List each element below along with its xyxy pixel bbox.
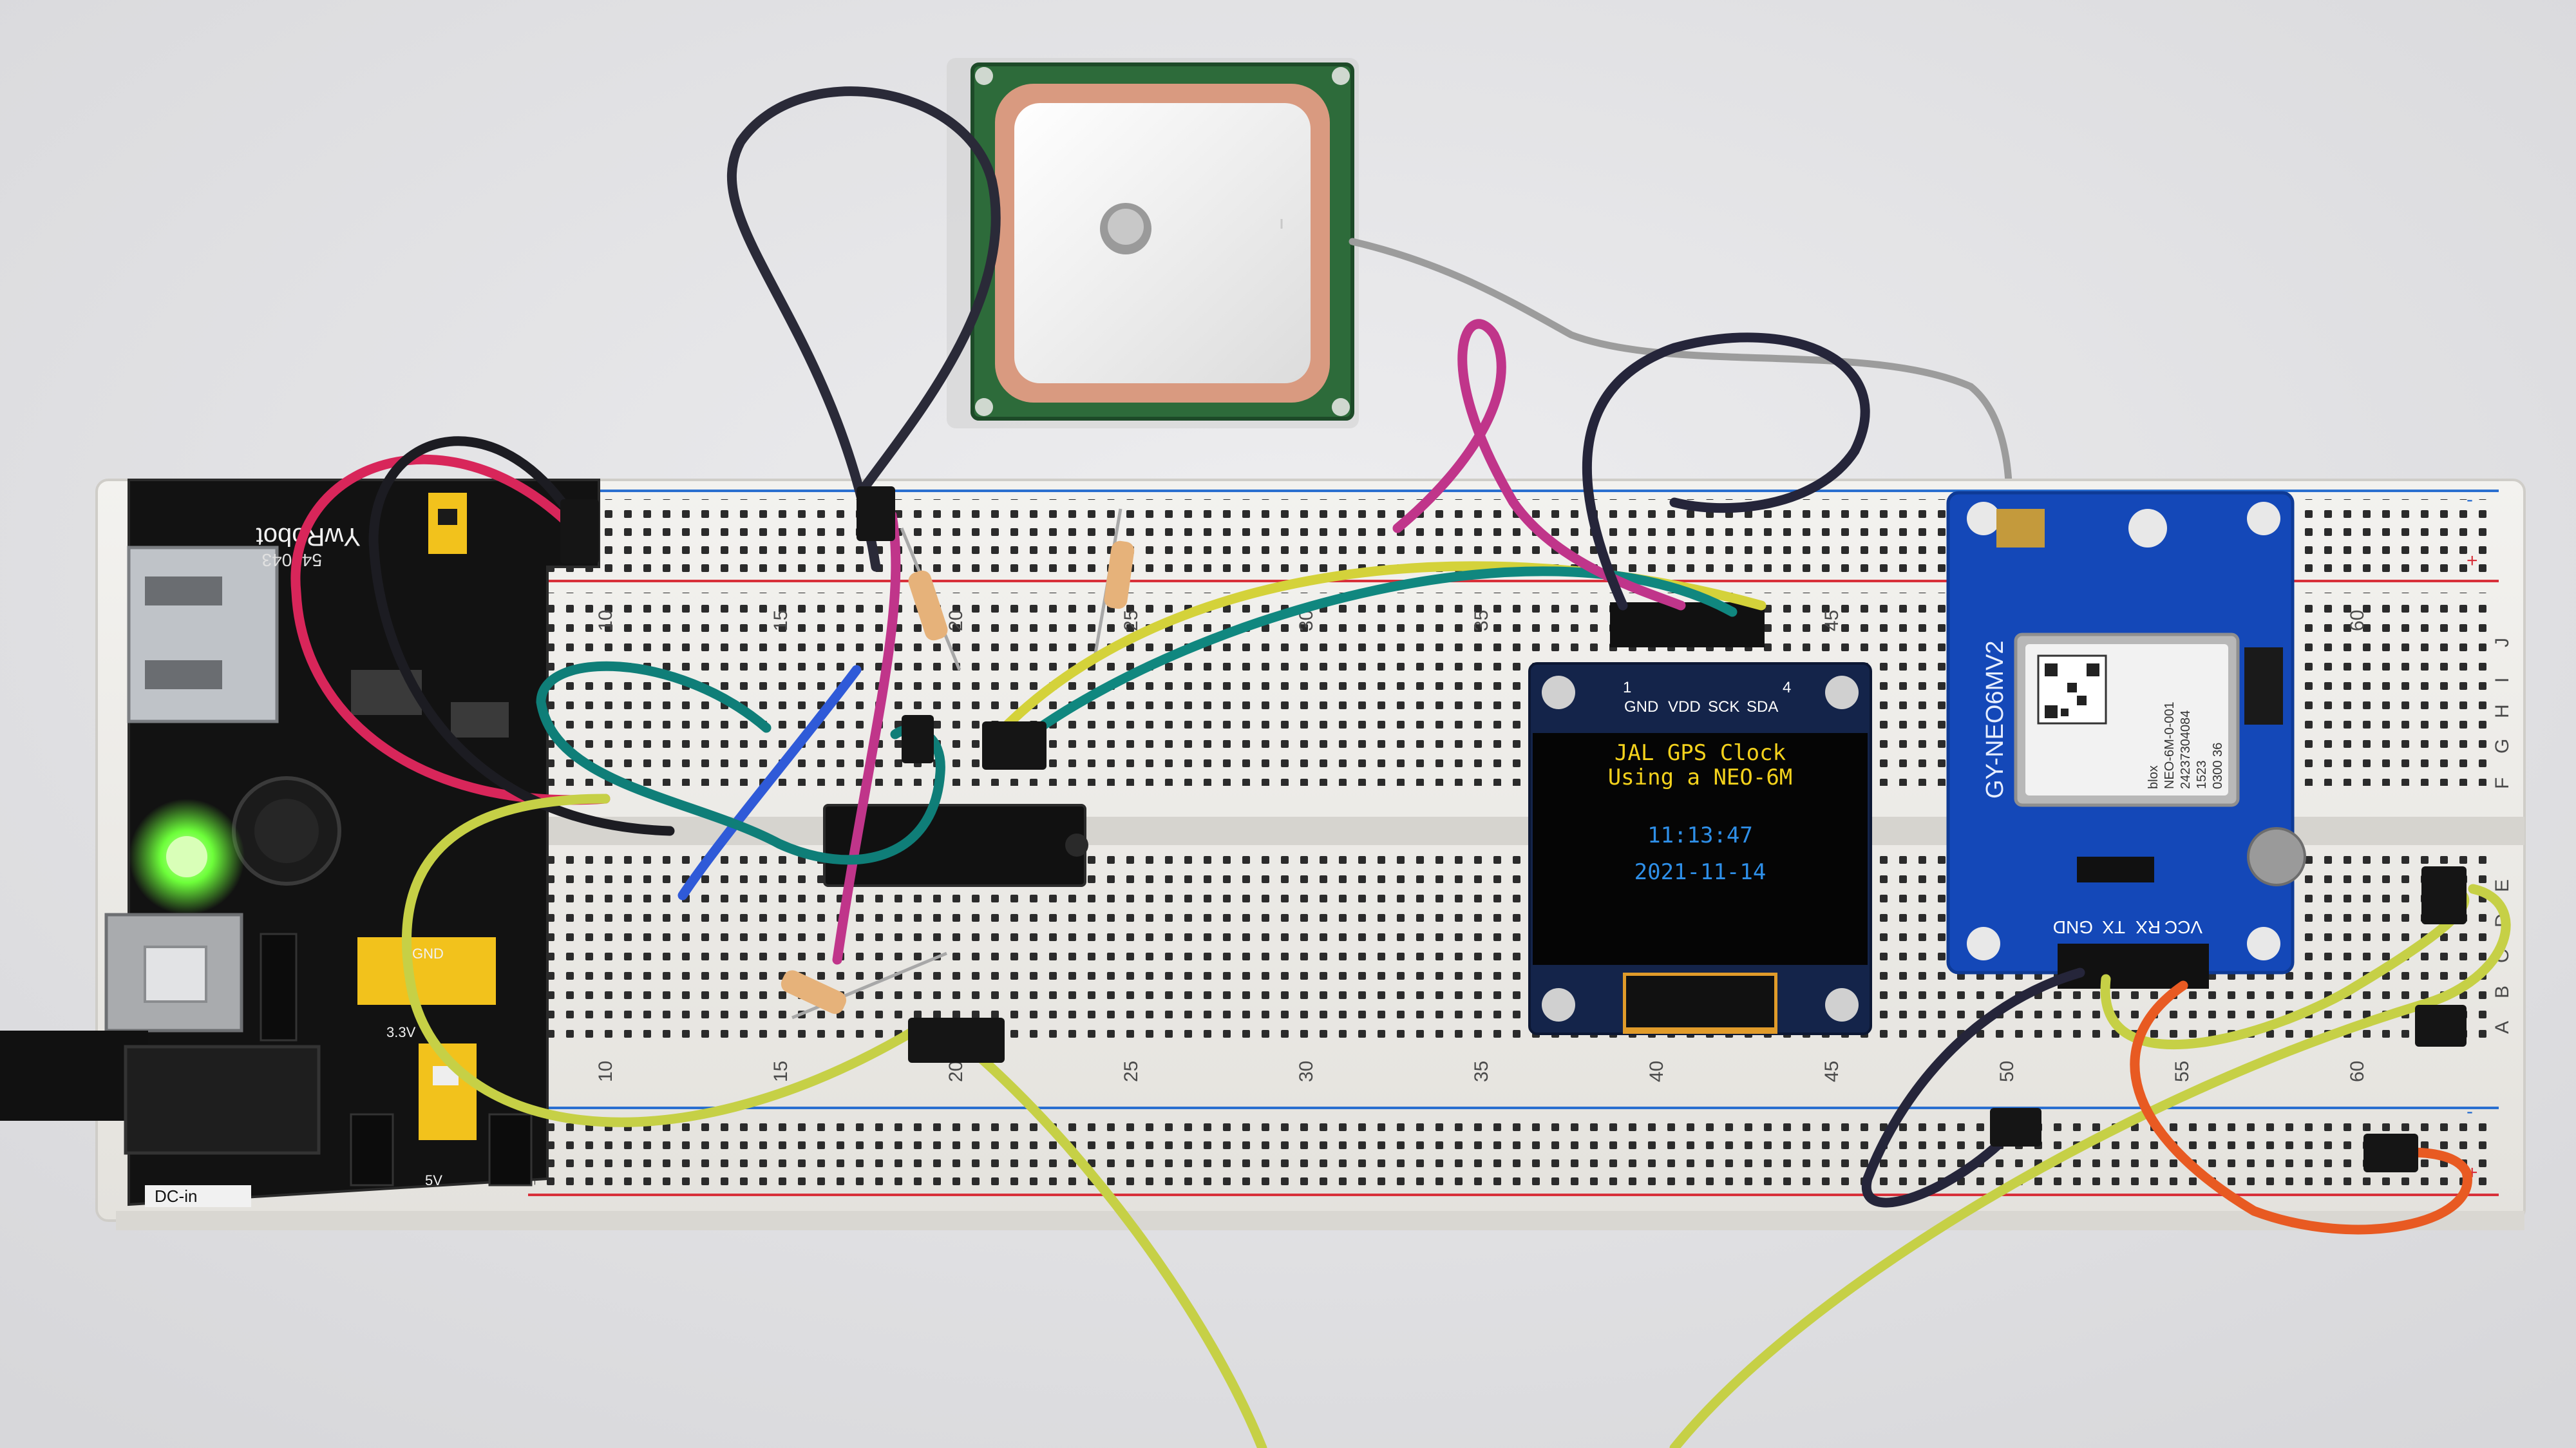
oled-pin-labels: GND VDD SCK SDA 1 4 [1623,679,1791,716]
resistor-2 [1093,508,1135,658]
power-supply-module: YwRobot 545043 GND 3.3V 5V DC-in [0,479,600,1207]
ic-chip [823,804,1088,887]
wire-red [290,454,611,805]
column-label-bottom-35: 35 [1471,1061,1492,1082]
gps-chip-line-2: 24237304084 [2179,710,2193,789]
oled-pin-vdd: VDD [1668,698,1701,716]
power-switch [104,913,243,1033]
oled-pin-sda: SDA [1747,698,1778,716]
jumper-header-gnd [357,937,496,1005]
oled-text: JAL GPS Clock Using a NEO-6M 11:13:47 20… [1608,740,1793,885]
wire-black-gps [1861,967,2085,1208]
row-letter-G: G [2492,739,2513,754]
column-label-top-45: 45 [1821,610,1842,631]
column-label-bottom-15: 15 [770,1061,791,1082]
row-letter-H: H [2492,704,2513,718]
wire-orange-gps-vcc [2130,980,2472,1235]
breadboard-labels: 1015202530354045505560101520253035404550… [595,489,2513,1183]
column-label-bottom-50: 50 [1996,1061,2018,1082]
column-label-top-25: 25 [1121,610,1142,631]
gps-chip-text: blox NEO-6M-0-001 24237304084 1523 0300 … [2146,701,2225,789]
label-gnd: GND [412,946,444,962]
oled-pin-sck: SCK [1708,698,1739,716]
usb-port [127,546,279,723]
rail-symbol-2: - [2467,1101,2473,1122]
gps-pin-labels: VCC RX TX GND [2053,917,2202,937]
gps-chip-line-1: NEO-6M-0-001 [2163,701,2177,789]
oled-pin-number-1: 1 [1623,679,1631,696]
oled-module [1528,602,1872,1035]
gps-pin-rx: RX [2136,917,2161,937]
gps-chip-line-0: blox [2146,765,2161,789]
row-letter-B: B [2492,986,2513,998]
column-label-bottom-30: 30 [1296,1061,1317,1082]
dc-in-label: DC-in [155,1186,197,1206]
oled-pin-header [1610,602,1765,647]
wire-connectors [560,486,2467,1172]
gps-module-board: GY-NEO6MV2 [1946,491,2306,989]
rail-symbol-1: + [2467,550,2478,571]
column-label-bottom-45: 45 [1821,1061,1842,1082]
wire-teal-oled-sck [999,566,1738,759]
gps-pin-vcc: VCC [2164,917,2202,937]
dc-jack [124,1045,321,1155]
row-letter-J: J [2492,638,2513,647]
power-led [166,836,207,877]
wire-magenta-1 [832,510,901,965]
dc-plug [0,1031,148,1121]
oled-screen [1533,733,1868,965]
oled-pin-number-4: 4 [1783,679,1791,696]
oled-title-line2: Using a NEO-6M [1608,765,1793,790]
gps-chip-line-3: 1523 [2195,761,2209,790]
gps-pin-tx: TX [2102,917,2125,937]
column-label-bottom-10: 10 [595,1061,616,1082]
row-letter-F: F [2492,777,2513,789]
wire-yellow-1 [402,794,920,1127]
column-label-top-20: 20 [945,610,967,631]
row-letter-I: I [2492,678,2513,683]
column-label-top-15: 15 [770,610,791,631]
label-3v3: 3.3V [386,1024,416,1040]
column-label-top-60: 60 [2347,610,2368,631]
resistor-1 [900,528,961,671]
jumper-wires [290,86,2511,1448]
wire-yellow-2 [974,1051,1267,1448]
wire-magenta-oled [1392,319,1686,611]
gps-pin-gnd: GND [2053,917,2093,937]
wire-teal-1 [536,661,945,865]
rail-symbol-0: - [2467,489,2473,510]
oled-date: 2021-11-14 [1634,859,1766,885]
column-label-bottom-55: 55 [2172,1061,2193,1082]
antenna-coax-cable [1349,238,2013,506]
resistor-3 [781,951,947,1020]
wire-black-oled [1582,332,1870,611]
column-label-bottom-20: 20 [945,1061,967,1082]
oled-title-line1: JAL GPS Clock [1615,740,1786,766]
wire-black-2 [368,436,675,836]
column-label-bottom-60: 60 [2347,1061,2368,1082]
column-label-bottom-40: 40 [1646,1061,1667,1082]
gps-patch-antenna [947,58,1359,428]
wire-yellow-gps-long [1669,884,2511,1448]
oled-time: 11:13:47 [1647,823,1753,848]
column-label-bottom-25: 25 [1121,1061,1142,1082]
wire-blue [677,665,862,900]
row-letter-E: E [2492,879,2513,892]
ufl-connector [1996,509,2045,548]
column-label-top-10: 10 [595,610,616,631]
column-label-top-35: 35 [1471,610,1492,631]
label-5v: 5V [425,1172,442,1188]
oled-pin-gnd: GND [1624,698,1658,716]
row-letter-A: A [2492,1021,2513,1034]
gps-board-label: GY-NEO6MV2 [1982,640,2009,799]
wire-black-loop [726,86,1001,572]
gps-chip-line-4: 0300 36 [2211,743,2225,789]
